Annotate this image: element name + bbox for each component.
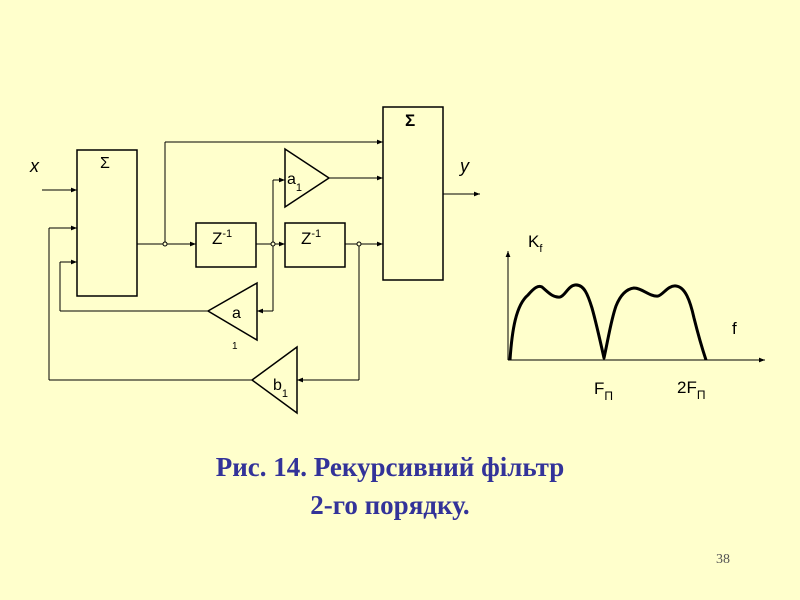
- summator-left-block: [76, 149, 138, 297]
- junction-node-1: [162, 241, 168, 247]
- delay-block-1: [195, 222, 257, 268]
- gain-a-subscript: 1: [232, 341, 238, 352]
- output-label: y: [458, 156, 470, 176]
- delay-block-2: [284, 222, 346, 268]
- delay-block-2-label: Z-1: [301, 228, 321, 248]
- summator-left-symbol: Σ: [100, 155, 110, 172]
- caption-line-1: Рис. 14. Рекурсивний фільтр: [215, 452, 565, 482]
- page-number: 38: [716, 552, 730, 567]
- delay-block-1-label: Z-1: [212, 228, 232, 248]
- summator-right-symbol: Σ: [405, 111, 415, 130]
- graph-tick-fp: FП: [594, 379, 613, 403]
- gain-b1-label: b1: [273, 377, 288, 400]
- gain-a1-label: a1: [287, 171, 302, 194]
- frequency-response-graph: Kf f FП 2FП: [505, 232, 765, 403]
- response-curve: [508, 283, 708, 361]
- junction-node-3: [356, 241, 362, 247]
- graph-x-axis-label: f: [732, 319, 737, 338]
- caption-line-2: 2-го порядку.: [310, 490, 470, 520]
- gain-a-label: a: [232, 305, 241, 322]
- graph-tick-2fp: 2FП: [677, 378, 705, 402]
- figure-caption: Рис. 14. Рекурсивний фільтр 2-го порядку…: [0, 448, 780, 524]
- graph-y-axis-label: Kf: [528, 232, 543, 255]
- signal-wires: [42, 139, 480, 383]
- input-label: x: [29, 156, 40, 176]
- junction-node-2: [270, 241, 276, 247]
- gain-a1-triangle: [284, 147, 331, 209]
- summator-right-block: [382, 106, 444, 281]
